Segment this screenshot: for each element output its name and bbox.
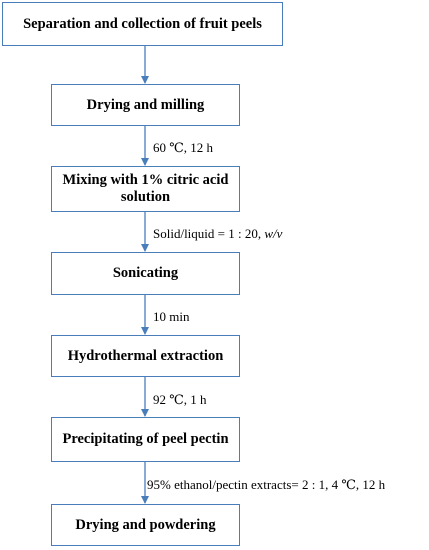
step-drying-powdering: Drying and powdering: [51, 504, 240, 546]
condition-drying: 60 ℃, 12 h: [153, 140, 214, 155]
step-separation-collection: Separation and collection of fruit peels: [2, 2, 283, 46]
condition-sonication-time: 10 min: [153, 309, 190, 324]
step-sonicating: Sonicating: [51, 252, 240, 295]
step-mixing-citric-acid: Mixing with 1% citric acid solution: [51, 166, 240, 212]
step-precipitating-pectin: Precipitating of peel pectin: [51, 417, 240, 462]
step-drying-milling: Drying and milling: [51, 84, 240, 126]
step-label: Sonicating: [112, 265, 179, 281]
step-label: Separation and collection of fruit peels: [23, 15, 262, 32]
condition-precipitation: 95% ethanol/pectin extracts= 2 : 1, 4 ℃,…: [147, 477, 386, 492]
unit-ratio: w/v: [264, 226, 283, 241]
step-label: Hydrothermal extraction: [67, 347, 224, 364]
step-label: Drying and milling: [86, 96, 205, 113]
condition-solid-liquid: Solid/liquid = 1 : 20, w/v: [153, 226, 283, 241]
step-label: Drying and powdering: [75, 516, 216, 533]
condition-hydrothermal: 92 ℃, 1 h: [153, 392, 207, 407]
step-label: Precipitating of peel pectin: [62, 431, 229, 447]
step-hydrothermal-extraction: Hydrothermal extraction: [51, 335, 240, 377]
step-label: Mixing with 1% citric acid solution: [62, 172, 229, 205]
